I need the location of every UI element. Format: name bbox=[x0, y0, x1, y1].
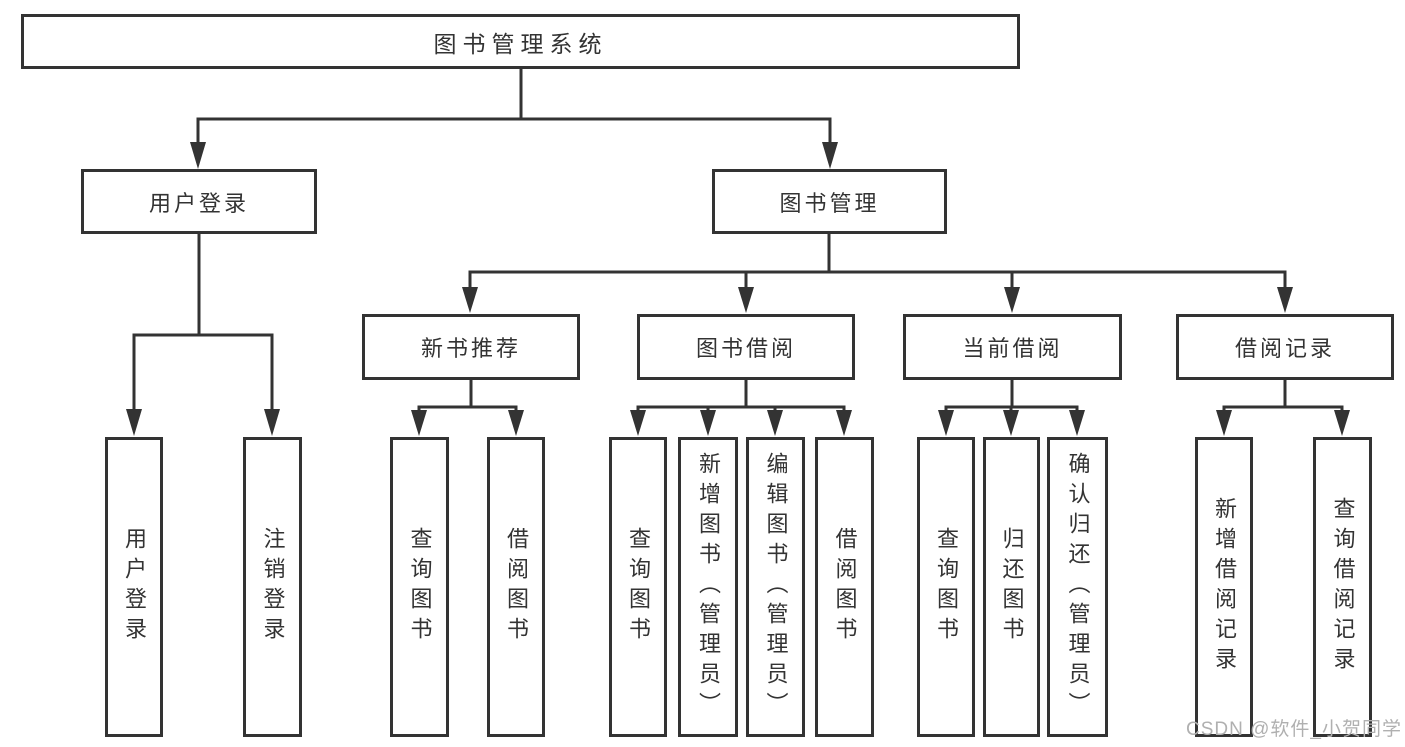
arrowhead-icons bbox=[126, 142, 1350, 436]
node-borrow-records-label: 借阅记录 bbox=[1234, 336, 1335, 361]
node-new-book-rec-label: 新书推荐 bbox=[420, 336, 521, 361]
node-cb-query-book: 查询图书 bbox=[917, 437, 975, 737]
node-current-borrow: 当前借阅 bbox=[903, 314, 1122, 380]
node-book-borrow: 图书借阅 bbox=[637, 314, 855, 380]
node-nb-query-book-label: 查询图书 bbox=[407, 527, 433, 647]
node-new-book-rec: 新书推荐 bbox=[362, 314, 580, 380]
node-br-query-record: 查询借阅记录 bbox=[1313, 437, 1372, 737]
node-user-login-label: 用户登录 bbox=[122, 527, 147, 647]
node-cb-confirm-return: 确认归还（管理员） bbox=[1047, 437, 1108, 737]
node-nb-borrow-book: 借阅图书 bbox=[487, 437, 545, 737]
node-logout-label: 注销登录 bbox=[260, 527, 286, 647]
node-user-login: 用户登录 bbox=[105, 437, 163, 737]
node-bb-edit-book-label: 编辑图书（管理员） bbox=[763, 452, 789, 722]
node-nb-borrow-book-label: 借阅图书 bbox=[504, 527, 529, 647]
node-user-login-group-label: 用户登录 bbox=[148, 190, 249, 216]
node-cb-query-book-label: 查询图书 bbox=[934, 527, 959, 647]
node-root: 图书管理系统 bbox=[21, 14, 1020, 69]
node-bb-query-book-label: 查询图书 bbox=[626, 527, 651, 647]
node-br-add-record: 新增借阅记录 bbox=[1195, 437, 1253, 737]
node-bb-query-book: 查询图书 bbox=[609, 437, 667, 737]
node-user-login-group: 用户登录 bbox=[81, 169, 317, 234]
node-bb-edit-book: 编辑图书（管理员） bbox=[746, 437, 805, 737]
node-book-borrow-label: 图书借阅 bbox=[695, 336, 796, 361]
node-logout: 注销登录 bbox=[243, 437, 302, 737]
node-book-mgmt-group: 图书管理 bbox=[712, 169, 947, 234]
node-borrow-records: 借阅记录 bbox=[1176, 314, 1394, 380]
node-br-add-record-label: 新增借阅记录 bbox=[1212, 497, 1237, 677]
node-bb-add-book: 新增图书（管理员） bbox=[678, 437, 738, 737]
node-nb-query-book: 查询图书 bbox=[390, 437, 449, 737]
node-br-query-record-label: 查询借阅记录 bbox=[1330, 497, 1356, 677]
node-bb-add-book-label: 新增图书（管理员） bbox=[696, 452, 721, 722]
node-cb-return-book: 归还图书 bbox=[983, 437, 1040, 737]
node-cb-return-book-label: 归还图书 bbox=[999, 527, 1025, 647]
node-bb-borrow-book: 借阅图书 bbox=[815, 437, 874, 737]
node-root-label: 图书管理系统 bbox=[433, 30, 608, 57]
node-bb-borrow-book-label: 借阅图书 bbox=[832, 527, 858, 647]
node-current-borrow-label: 当前借阅 bbox=[962, 336, 1063, 361]
node-book-mgmt-group-label: 图书管理 bbox=[779, 190, 880, 216]
csdn-watermark: CSDN @软件_小贺同学 bbox=[1186, 719, 1402, 740]
node-cb-confirm-return-label: 确认归还（管理员） bbox=[1065, 452, 1091, 722]
